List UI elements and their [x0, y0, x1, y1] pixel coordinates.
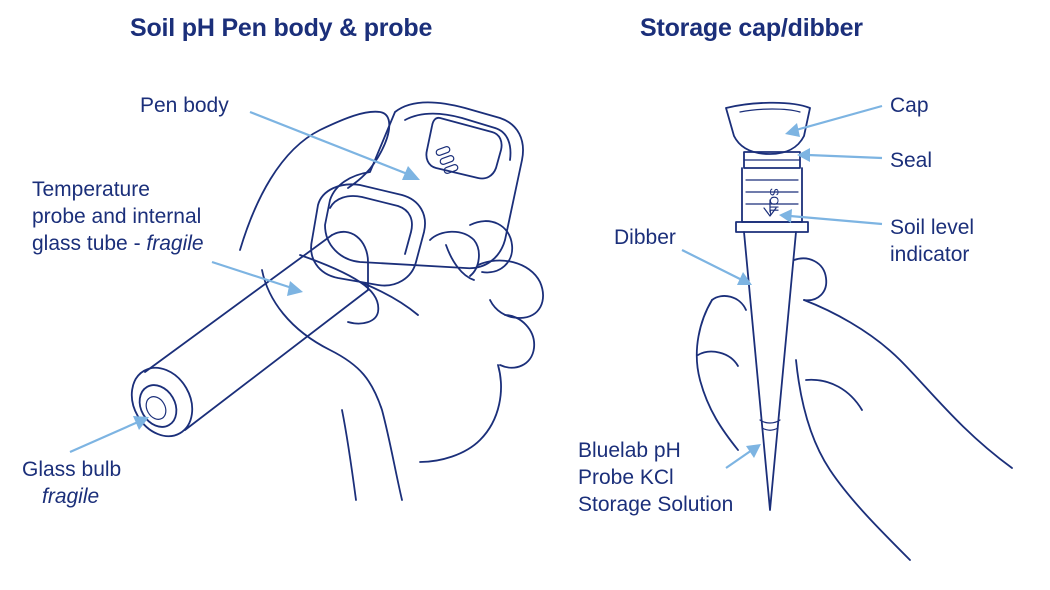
- label-soil-level-indicator: Soil level indicator: [890, 214, 974, 268]
- heading-pen-body-probe: Soil pH Pen body & probe: [130, 14, 433, 42]
- hand-holding-pen-drawing: [239, 110, 544, 501]
- cap-dibber-drawing: SOIL: [725, 101, 811, 511]
- hand-holding-dibber-drawing: [695, 257, 1013, 561]
- label-soil-level-line2: indicator: [890, 243, 970, 266]
- pointer-soil-level: [779, 209, 883, 226]
- label-pen-body: Pen body: [140, 94, 229, 117]
- label-soil-level-line1: Soil level: [890, 216, 975, 239]
- label-temperature-probe: Temperature probe and internal glass tub…: [32, 176, 204, 257]
- label-storage-solution: Bluelab pH Probe KCl Storage Solution: [578, 437, 733, 518]
- pointer-pen-body: [249, 110, 420, 180]
- pointer-temperature-probe: [211, 260, 303, 296]
- label-storage-solution-line3: Storage Solution: [578, 493, 734, 516]
- probe-tube-drawing: [130, 230, 369, 438]
- pointer-cap: [785, 104, 883, 137]
- label-glass-bulb-fragile-text: fragile: [42, 485, 100, 508]
- label-glass-bulb-fragile: fragile: [22, 483, 121, 510]
- label-storage-solution-line2: Probe KCl: [578, 466, 674, 489]
- label-glass-bulb-line1: Glass bulb: [22, 458, 122, 481]
- heading-storage-cap-dibber: Storage cap/dibber: [640, 14, 863, 42]
- label-glass-bulb: Glass bulb fragile: [22, 456, 121, 510]
- label-storage-solution-line1: Bluelab pH: [578, 439, 681, 462]
- pointer-dibber: [681, 249, 752, 285]
- label-dibber: Dibber: [614, 226, 676, 249]
- label-temperature-probe-line2: probe and internal: [32, 205, 202, 228]
- label-temperature-probe-line1: Temperature: [32, 178, 150, 201]
- label-temperature-probe-fragile: fragile: [146, 232, 204, 255]
- label-temperature-probe-line3-text: glass tube -: [32, 232, 147, 255]
- pointer-seal: [797, 148, 883, 162]
- label-temperature-probe-line3: glass tube - fragile: [32, 230, 204, 257]
- label-seal: Seal: [890, 149, 933, 172]
- pointer-storage-solution: [725, 444, 761, 469]
- label-cap: Cap: [890, 94, 929, 117]
- pointer-glass-bulb: [69, 416, 149, 454]
- pen-body-drawing: [310, 101, 524, 287]
